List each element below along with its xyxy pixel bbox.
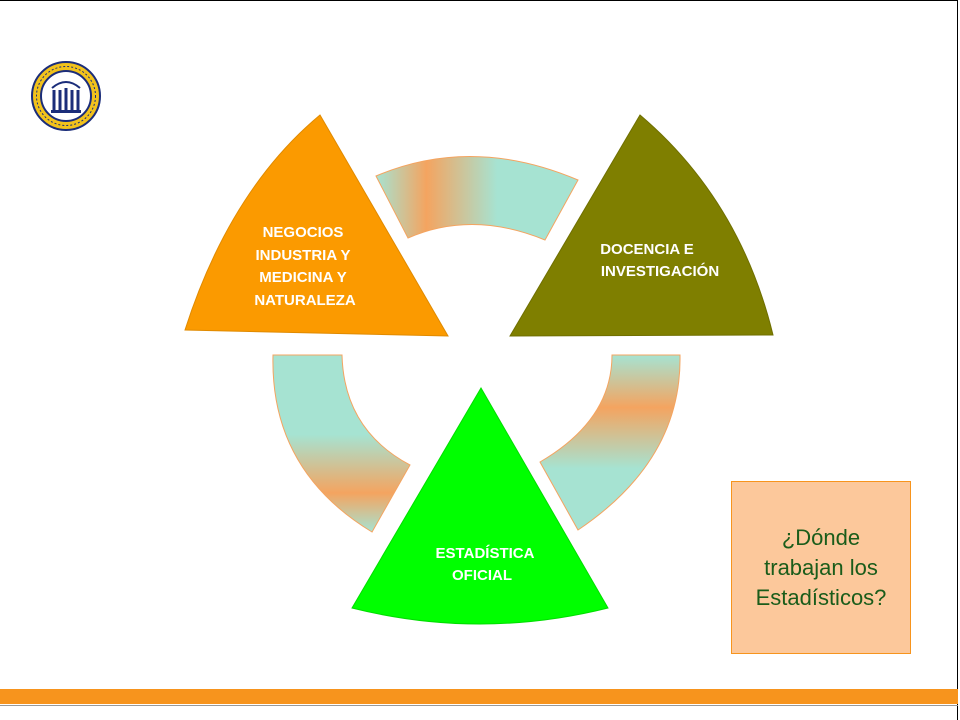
sector-estadistica-shape (351, 387, 609, 625)
footer-accent-bar (0, 689, 958, 704)
sector-docencia-shape (509, 114, 774, 337)
arc-left (272, 354, 411, 533)
arc-top (375, 155, 579, 241)
question-line-2: trabajan los (764, 554, 878, 580)
sector-estadistica-line-2: OFICIAL (452, 567, 512, 584)
sector-negocios-line-3: MEDICINA Y (259, 269, 347, 286)
sector-negocios-line-4: NATURALEZA (254, 292, 356, 309)
university-seal-logo (31, 61, 101, 131)
question-line-3: Estadísticos? (755, 584, 887, 610)
sector-negocios-shape (184, 114, 449, 337)
sector-estadistica-line-1: ESTADÍSTICA (436, 545, 535, 562)
arc-right (539, 354, 681, 531)
footer-divider (0, 705, 958, 706)
question-line-1: ¿Dónde (781, 524, 861, 550)
sector-docencia-line-2: INVESTIGACIÓN (601, 262, 719, 280)
sector-negocios-line-2: INDUSTRIA Y (255, 247, 350, 264)
sector-negocios-line-1: NEGOCIOS (263, 224, 344, 241)
slide-top-border (0, 0, 958, 1)
sector-docencia-line-1: DOCENCIA E (600, 241, 694, 258)
question-box: ¿Dónde trabajan los Estadísticos? (731, 481, 911, 654)
slide-right-border (957, 0, 958, 720)
